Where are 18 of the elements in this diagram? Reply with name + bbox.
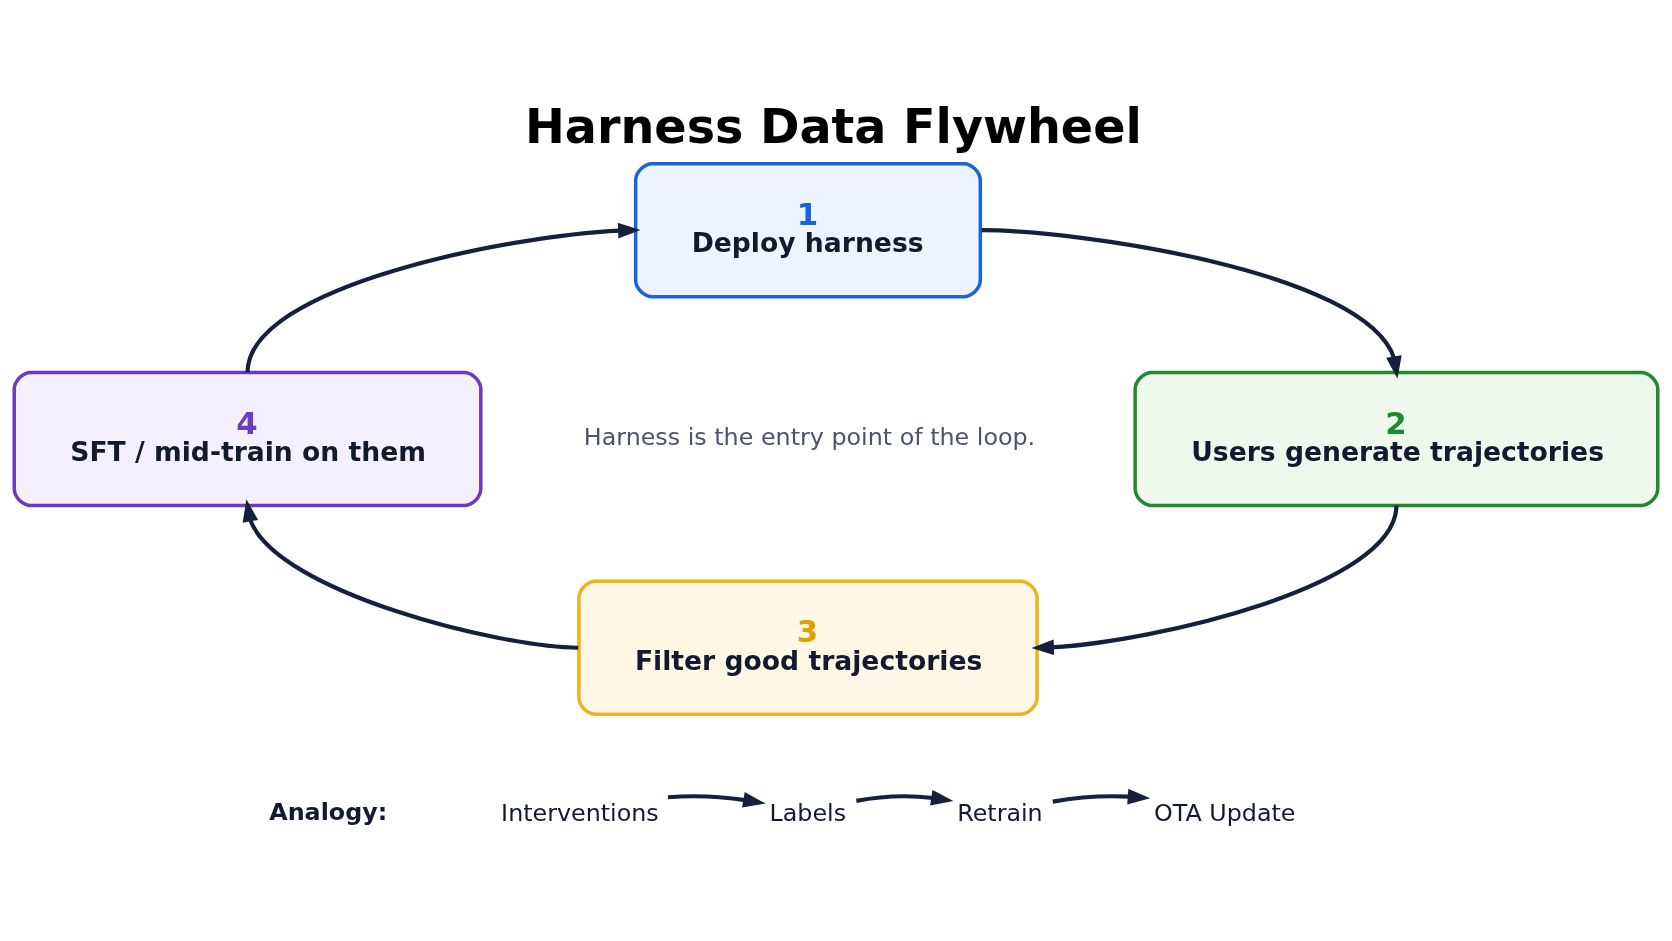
- diagram-title: Harness Data Flywheel: [524, 98, 1142, 154]
- node-text: OTA Update: [1154, 798, 1296, 827]
- arrow: [981, 228, 1402, 379]
- arrow: [242, 499, 579, 650]
- node-text: Labels: [769, 798, 847, 827]
- arrow: [855, 789, 954, 806]
- node-box: 3 Filter good trajectories: [577, 579, 1039, 717]
- arrow: [667, 792, 766, 808]
- node-text: Interventions: [501, 798, 659, 827]
- arrow: [1031, 505, 1399, 656]
- arrow: [245, 222, 641, 373]
- arrow: [1052, 788, 1151, 805]
- node-box: 2 Users generate trajectories: [1133, 370, 1660, 508]
- label: Harness is the entry point of the loop.: [583, 422, 1036, 451]
- node-box: 1 Deploy harness: [633, 161, 983, 299]
- label: Analogy:: [269, 797, 388, 826]
- node-box: 4 SFT / mid-train on them: [12, 370, 483, 508]
- node-text: Retrain: [957, 798, 1043, 827]
